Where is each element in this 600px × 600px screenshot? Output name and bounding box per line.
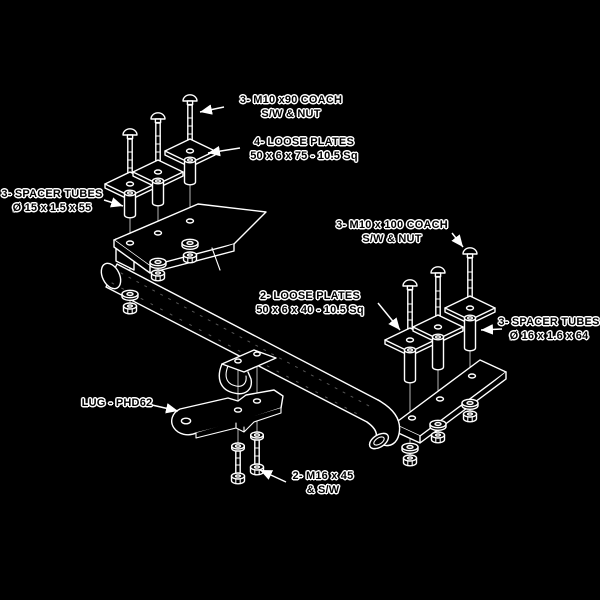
nut <box>182 251 198 264</box>
label-lug: LUG - PHD62 <box>80 397 154 411</box>
label-line: Ø 16 x 1.6 x 64 <box>509 329 589 342</box>
label-loose-plates-75: 4- LOOSE PLATES 50 x 6 x 75 - 10.5 Sq <box>236 136 372 163</box>
towball-bolts <box>230 431 265 485</box>
coach-bolt-head <box>402 279 418 291</box>
spacer-tube <box>123 189 137 219</box>
label-line: 3- M10 x90 COACH <box>239 94 343 106</box>
nut <box>430 431 446 444</box>
nut <box>150 269 166 282</box>
left-bracket-plate <box>113 203 267 274</box>
label-line: S/W & NUT <box>261 107 321 120</box>
lug-plate <box>171 389 284 439</box>
leader-coach-bolts-100 <box>451 232 464 248</box>
right-bracket-plate <box>393 359 507 444</box>
leader-bolts-m16 <box>259 469 287 483</box>
leader-loose-plates-75 <box>207 145 241 157</box>
spacer-tube <box>463 314 477 352</box>
leader-spacer-tubes-64 <box>480 324 503 335</box>
coach-bolt-head <box>150 112 166 124</box>
label-line: 2- LOOSE PLATES <box>260 290 360 302</box>
coach-bolt-head <box>182 94 198 106</box>
nut <box>462 410 478 423</box>
label-line: S/W & NUT <box>362 232 422 245</box>
coach-bolt-head <box>430 266 446 278</box>
spacer-tube <box>183 156 197 186</box>
label-line: 3- M10 x 100 COACH <box>336 219 448 231</box>
spring-washer <box>230 442 246 452</box>
label-line: LUG - PHD62 <box>81 397 153 409</box>
label-loose-plates-40: 2- LOOSE PLATES 50 x 6 x 40 - 10.5 Sq <box>242 290 378 317</box>
coach-bolt-head <box>462 247 478 259</box>
towball-hanger-bracket <box>218 349 277 395</box>
label-coach-bolts-100: 3- M10 x 100 COACH S/W & NUT <box>330 219 454 246</box>
leader-coach-bolts-90 <box>199 104 225 115</box>
right-mount-assembly <box>384 247 496 467</box>
spacer-tube <box>151 177 165 207</box>
nut <box>402 454 418 467</box>
towball-hole <box>180 417 192 425</box>
spring-washer <box>121 289 139 301</box>
m16-bolt-head <box>230 472 246 485</box>
spring-washer <box>249 431 264 441</box>
label-spacer-tubes-55: 3- SPACER TUBES Ø 15 x 1.5 x 55 <box>0 188 104 215</box>
label-line: & S/W <box>306 483 340 496</box>
leader-lines <box>103 104 503 483</box>
leader-spacer-tubes-55 <box>103 197 124 208</box>
label-line: 4- LOOSE PLATES <box>254 136 354 148</box>
spring-washer <box>149 257 167 269</box>
label-line: 50 x 6 x 75 - 10.5 Sq <box>250 149 358 162</box>
label-coach-bolts-90: 3- M10 x90 COACH S/W & NUT <box>222 94 360 121</box>
label-spacer-tubes-64: 3- SPACER TUBES Ø 16 x 1.6 x 64 <box>498 316 600 343</box>
label-line: 3- SPACER TUBES <box>1 188 103 200</box>
m16-bolt-head <box>249 463 265 476</box>
spacer-tube <box>431 333 445 371</box>
tube-hook-end <box>366 399 401 450</box>
tube-end-cap-left <box>100 262 122 290</box>
label-line: Ø 15 x 1.5 x 55 <box>12 201 92 214</box>
label-line: 3- SPACER TUBES <box>498 316 600 328</box>
left-mount-assembly <box>104 94 216 315</box>
spring-washer <box>401 442 419 454</box>
nut <box>122 302 138 315</box>
spring-washer <box>429 419 447 431</box>
leader-lug <box>151 403 179 414</box>
label-bolts-m16: 2- M16 x 45 & S/W <box>282 470 364 497</box>
spacer-tube <box>403 346 417 384</box>
spring-washer <box>461 398 479 410</box>
label-line: 50 x 6 x 40 - 10.5 Sq <box>256 303 364 316</box>
label-line: 2- M16 x 45 <box>292 470 354 482</box>
coach-bolt-head <box>122 128 138 140</box>
spring-washer <box>181 238 199 251</box>
m16-bolt-shaft <box>235 450 241 476</box>
leader-loose-plates-40 <box>377 302 401 331</box>
